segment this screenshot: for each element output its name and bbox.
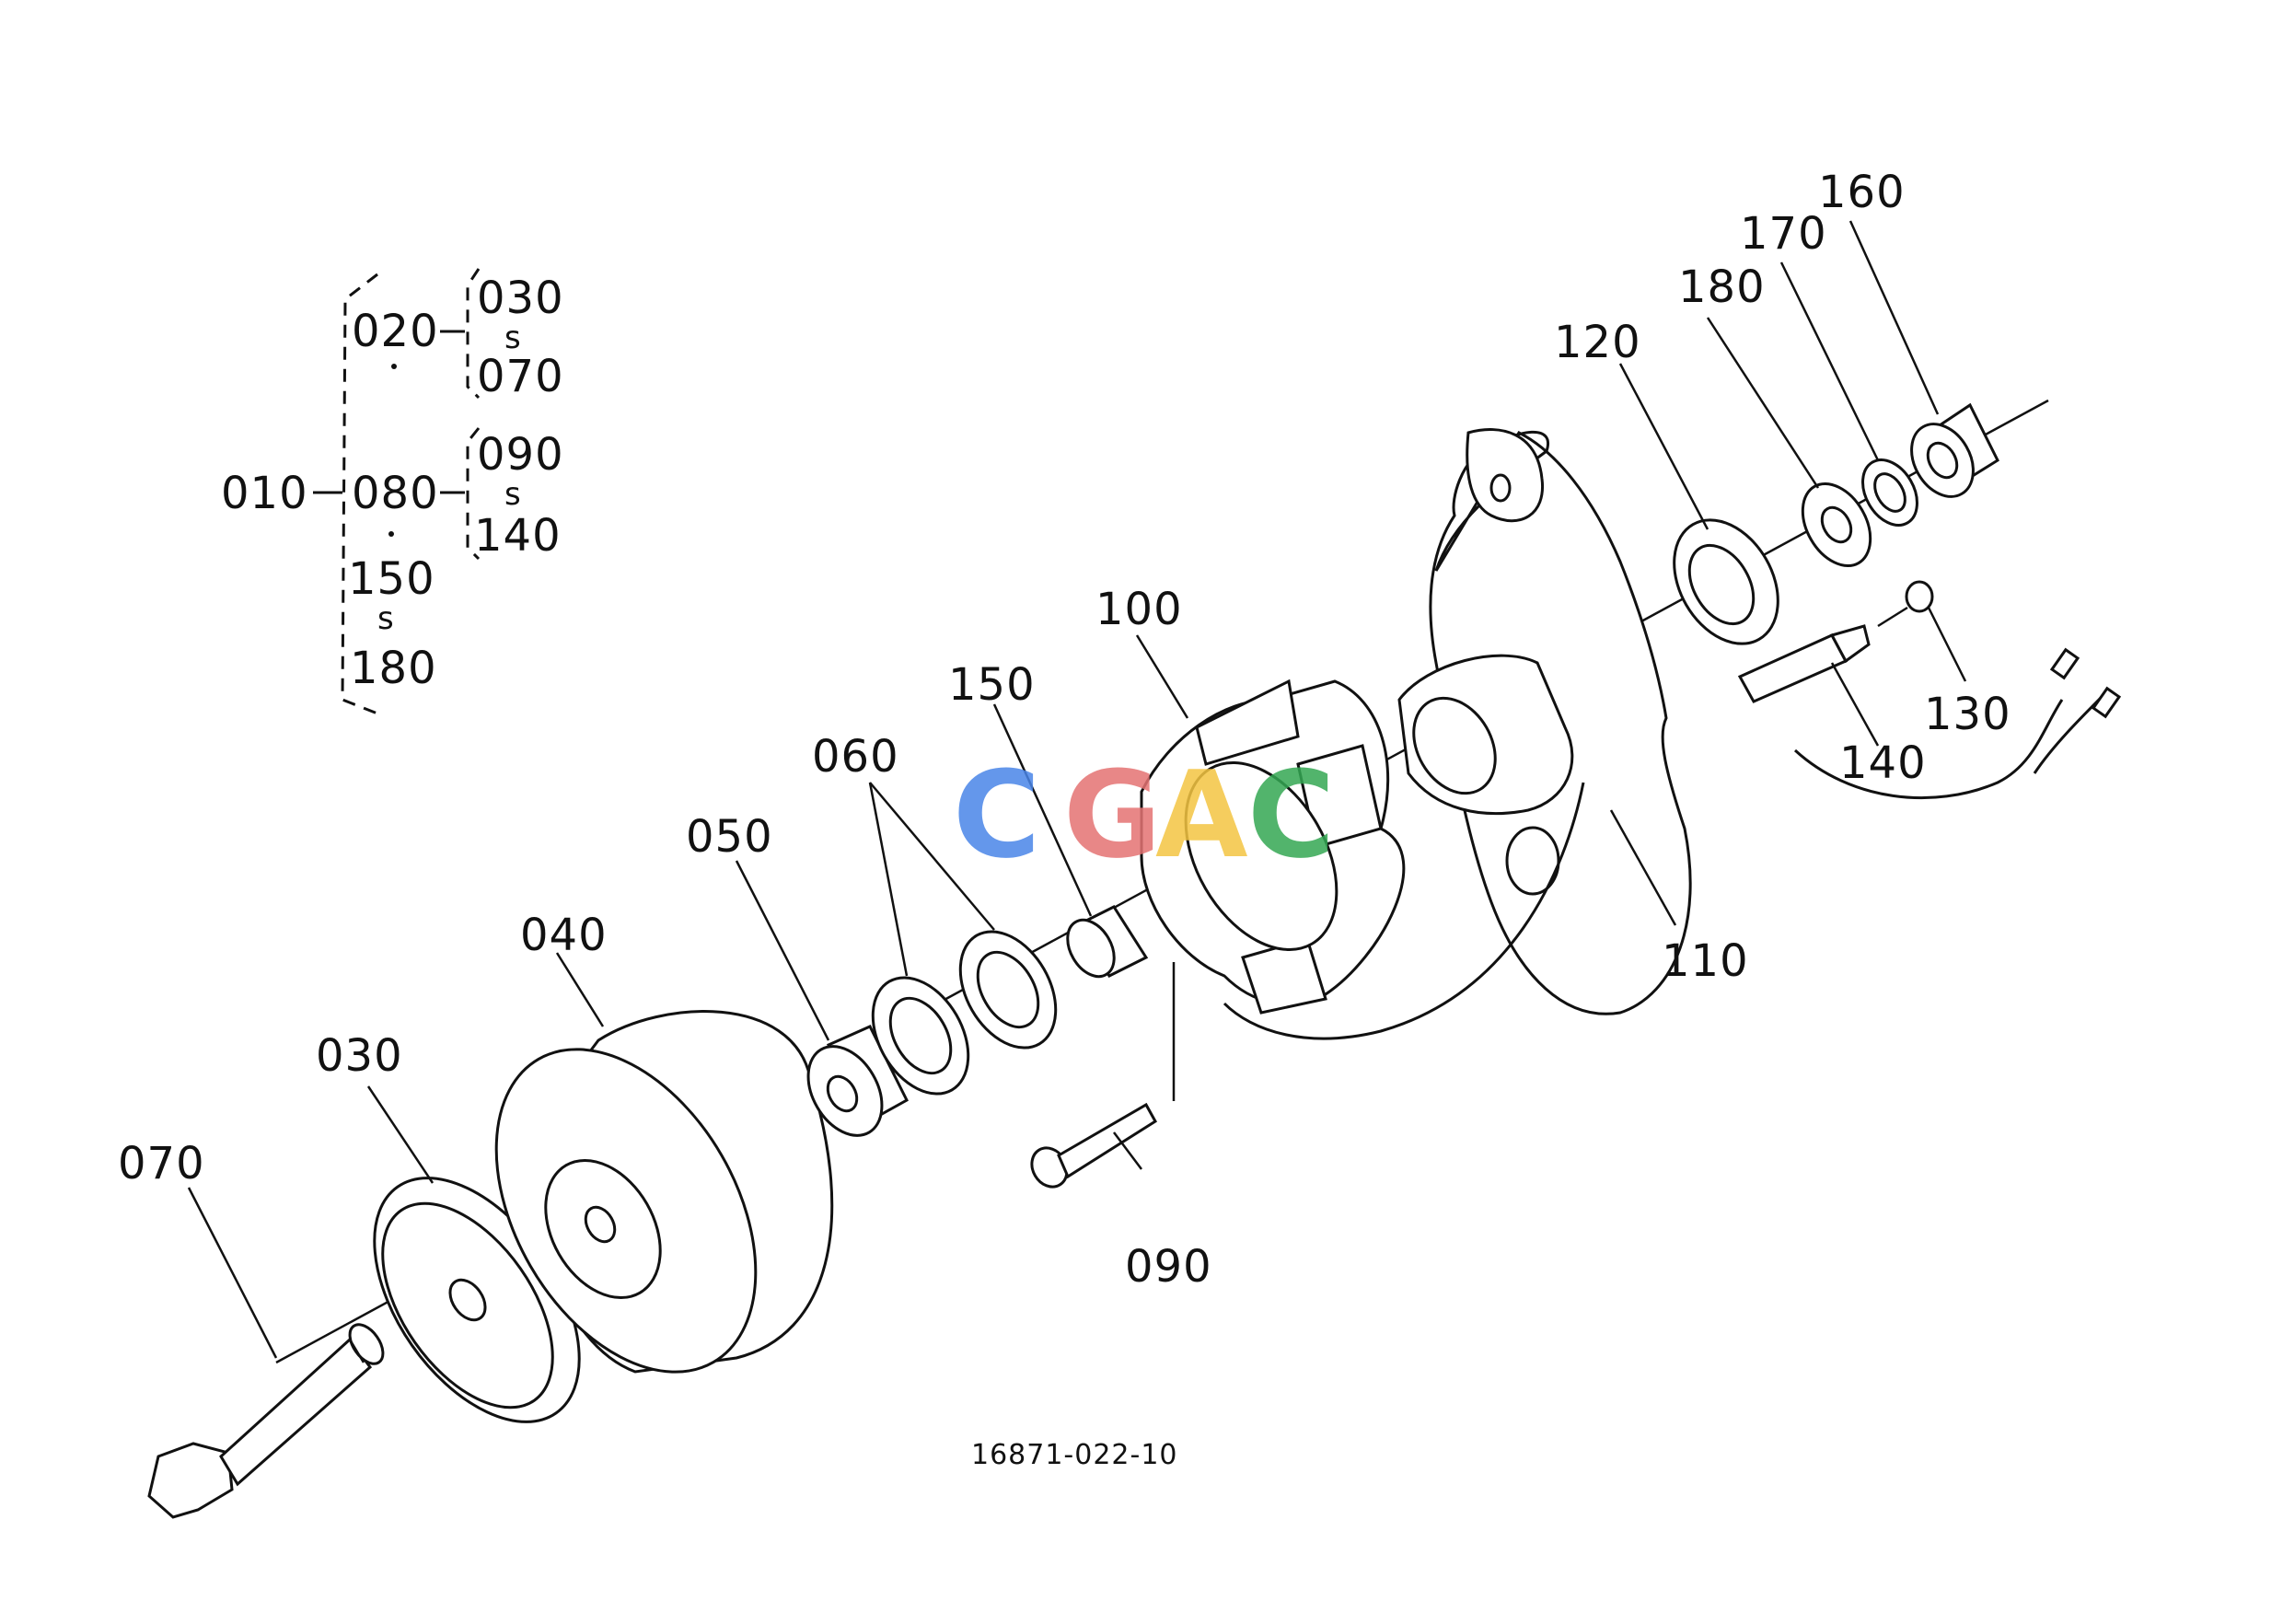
stator-coil-top: [1195, 679, 1300, 766]
wire-terminal-1: [2049, 647, 2080, 680]
bolt-070: [147, 1323, 385, 1519]
tree-dot: [391, 364, 397, 369]
pulley-040: [494, 1010, 834, 1374]
leader-030: [366, 1085, 435, 1184]
leader-070: [187, 1187, 278, 1359]
leader-170: [1779, 261, 1880, 461]
tree-node-080: 080: [352, 468, 439, 519]
callout-180: 180: [1678, 261, 1766, 313]
watermark-letter-1: C: [953, 745, 1040, 885]
callout-140: 140: [1839, 737, 1927, 789]
leader-110: [1609, 809, 1677, 926]
tree-node-030: 030: [477, 273, 564, 324]
bolt-thread: [348, 1339, 365, 1363]
leader-090: [1113, 1131, 1142, 1170]
watermark-letter-3: A: [1155, 745, 1248, 885]
screw-head: [1905, 580, 1934, 613]
tree-bracket-080: [466, 427, 481, 561]
nut-hole: [1926, 441, 1959, 480]
collar-face: [1066, 918, 1116, 979]
stator-bore: [1184, 761, 1339, 951]
washer-hole: [1820, 505, 1853, 544]
stator-100: [1140, 679, 1406, 1015]
tree-range-sep: s: [504, 319, 521, 356]
washer-hole: [448, 1278, 487, 1322]
screw-shank: [1877, 606, 1908, 628]
tree-bracket-020: [466, 268, 481, 400]
callout-100: 100: [1095, 584, 1183, 635]
leader-160: [1848, 220, 1940, 415]
tree-node-020: 020: [352, 306, 439, 357]
callout-110: 110: [1662, 935, 1749, 987]
tree-node-150: 150: [348, 553, 435, 605]
callout-150: 150: [948, 659, 1036, 711]
watermark-logo: C G A C: [953, 745, 1335, 885]
wire-terminal-2: [2091, 686, 2122, 719]
tree-range-sep: s: [377, 600, 394, 637]
leader-040: [555, 952, 605, 1027]
housing-lead-wire: [1223, 782, 1585, 1040]
pulley-hole: [584, 1205, 617, 1244]
tree-dot: [388, 531, 394, 537]
sensor-body: [1737, 633, 1848, 703]
bearing-060-a: [871, 976, 970, 1096]
bearing-060-b: [958, 930, 1058, 1050]
housing-110: [1223, 428, 1692, 1040]
leader-100: [1135, 634, 1189, 719]
tree-range-sep: s: [504, 476, 521, 513]
drawing-number: 16871-022-10: [971, 1439, 1178, 1471]
sensor-bracket: [1829, 624, 1871, 664]
leader-060-a: [868, 782, 909, 977]
leader-130: [1927, 607, 1967, 682]
callout-labels: 070 030 040 050 060 150 100 090 110 120 …: [118, 167, 2011, 1293]
spacer-050: [806, 1025, 909, 1137]
leader-120: [1618, 363, 1709, 530]
callout-060: 060: [812, 731, 899, 783]
washer-180: [1801, 481, 1872, 568]
tree-node-140: 140: [474, 510, 562, 562]
callout-090: 090: [1125, 1241, 1212, 1293]
housing-top-hole: [1489, 473, 1512, 503]
housing-bore: [1412, 696, 1497, 795]
leader-050: [735, 860, 830, 1041]
bolt-head: [147, 1442, 234, 1519]
leader-060-b: [869, 782, 995, 931]
screw-090: [1030, 962, 1176, 1189]
leader-150: [992, 703, 1093, 917]
callout-170: 170: [1740, 208, 1827, 260]
sensor-140: [1737, 624, 2122, 800]
watermark-letter-4: C: [1247, 745, 1335, 885]
spring-washer-170: [1861, 458, 1918, 527]
spacer-bore: [826, 1074, 859, 1113]
screw-shank: [1057, 1102, 1157, 1179]
callout-030: 030: [316, 1030, 403, 1082]
callout-130: 130: [1924, 689, 2011, 740]
bearing-inner: [1687, 543, 1756, 626]
callout-120: 120: [1554, 317, 1641, 368]
tree-node-180: 180: [350, 643, 437, 694]
sensor-wire-1: [1793, 699, 2064, 800]
bearing-inner: [888, 996, 953, 1075]
tree-root-010: 010: [221, 468, 308, 519]
leader-140: [1830, 662, 1880, 747]
watermark-letter-2: G: [1063, 745, 1162, 885]
callout-040: 040: [520, 910, 608, 961]
callout-070: 070: [118, 1138, 205, 1189]
leader-lines: [187, 220, 1967, 1359]
assembly-tree: 010 020 030 s 070 080 090 s 140 150 s 18…: [221, 268, 564, 715]
callout-160: 160: [1818, 167, 1906, 218]
bearing-inner: [976, 950, 1040, 1029]
tree-node-070: 070: [477, 351, 564, 402]
spring-washer-hole: [1873, 472, 1906, 513]
callout-050: 050: [686, 811, 773, 863]
nut-160: [1910, 402, 1999, 498]
leader-180: [1706, 317, 1820, 489]
bearing-120: [1673, 518, 1779, 645]
screw-130: [1877, 580, 1934, 628]
tree-node-090: 090: [477, 429, 564, 481]
collar-150: [1066, 905, 1149, 979]
bolt-shank: [219, 1337, 373, 1487]
